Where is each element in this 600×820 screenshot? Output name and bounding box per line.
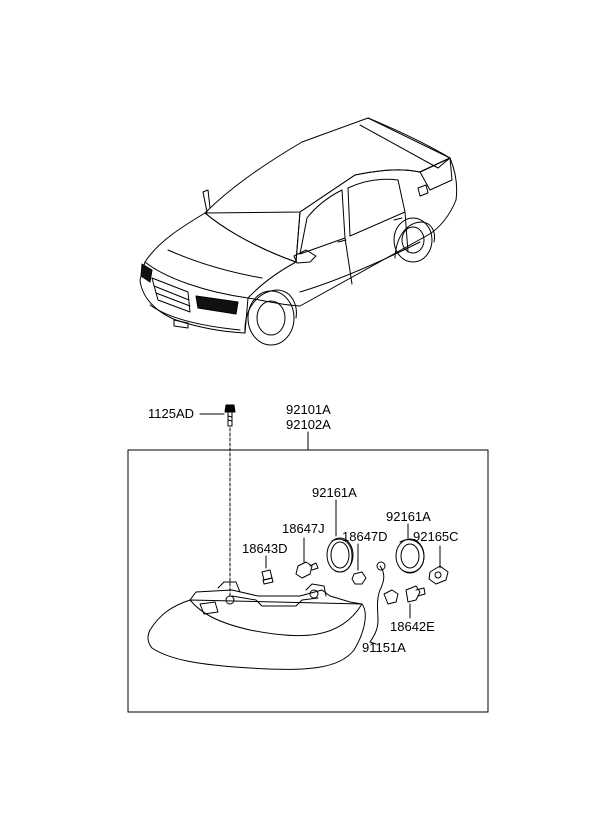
cap-92165C-center — [434, 571, 442, 579]
car-headlight-left — [140, 263, 153, 283]
socket-18647J-tab — [309, 562, 319, 571]
bulb-18642E-stem — [415, 587, 426, 597]
label-92161A-left[interactable]: 92161A — [312, 485, 357, 500]
bulb-cover-92161A-left-rim — [330, 541, 350, 569]
label-18642E[interactable]: 18642E — [390, 619, 435, 634]
leader-91151A — [369, 641, 377, 645]
label-92161A-right[interactable]: 92161A — [386, 509, 431, 524]
car-illustration — [139, 117, 458, 346]
car-rear-door-window — [347, 178, 406, 237]
car-hood — [144, 212, 297, 299]
car-bumper — [149, 304, 241, 331]
car-rear-window — [359, 117, 451, 169]
label-92101A[interactable]: 92101A — [286, 402, 331, 417]
headlamp-housing — [189, 589, 363, 605]
car-side-mirror — [293, 249, 317, 264]
car-front-wheel — [247, 290, 295, 346]
headlamp-parts — [127, 404, 489, 713]
headlamp-bracket — [305, 583, 327, 597]
label-18643D[interactable]: 18643D — [242, 541, 288, 556]
wiring-91151A-plug — [383, 589, 399, 605]
screw-thread — [227, 419, 233, 422]
car-door-line — [344, 237, 353, 285]
wiring-91151A-connector — [376, 561, 386, 571]
bulb-18642E — [405, 585, 421, 603]
car-front-wheel-hub — [256, 300, 286, 336]
car-front-door-window — [299, 189, 346, 255]
car-door-handle — [393, 217, 403, 221]
car-grille — [151, 277, 191, 313]
bulb-cover-92161A-right-side — [399, 539, 425, 573]
car-grille-bar — [155, 292, 191, 307]
headlamp-lens — [147, 599, 366, 670]
headlamp-housing-detail — [199, 601, 219, 615]
car-sill-line — [299, 241, 421, 293]
wiring-91151A — [369, 565, 385, 643]
label-1125AD[interactable]: 1125AD — [148, 406, 195, 421]
bulb-18643D-base — [262, 577, 274, 585]
headlamp-bracket — [217, 581, 241, 593]
label-92165C[interactable]: 92165C — [413, 529, 459, 544]
screw-shank — [227, 411, 233, 427]
car-door-handle — [337, 239, 347, 243]
diagram-frame — [127, 449, 489, 713]
socket-18647J — [295, 561, 313, 579]
car-hood-crease — [167, 249, 263, 279]
socket-18647D — [351, 571, 367, 585]
car-trunk — [419, 157, 453, 191]
cap-92165C — [428, 565, 449, 585]
bulb-cover-92161A-left-side — [331, 538, 353, 573]
car-door-line — [404, 211, 409, 253]
car-rear-wheel — [393, 217, 433, 263]
car-headlight-right — [195, 295, 239, 315]
bulb-cover-92161A-right-rim — [400, 543, 420, 569]
car-grille-bar — [153, 285, 190, 301]
car-antenna — [202, 189, 211, 213]
label-92102A[interactable]: 92102A — [286, 417, 331, 432]
screw-head — [224, 404, 236, 413]
car-rear-wheel-hub — [401, 226, 425, 254]
screw-thread — [227, 415, 233, 418]
car-fog-lamp — [173, 319, 189, 329]
label-18647D[interactable]: 18647D — [342, 529, 388, 544]
car-rear-wheel-arch — [394, 221, 435, 259]
headlamp-adjuster — [309, 589, 319, 599]
car-side-body — [247, 157, 458, 307]
car-fuel-door — [417, 184, 429, 197]
headlamp-adjuster — [225, 595, 235, 605]
label-91151A[interactable]: 91151A — [362, 640, 406, 655]
car-windshield — [204, 211, 301, 263]
headlamp-housing-detail — [231, 595, 319, 607]
car-front-wheel-arch — [244, 289, 297, 334]
label-18647J[interactable]: 18647J — [282, 521, 325, 536]
